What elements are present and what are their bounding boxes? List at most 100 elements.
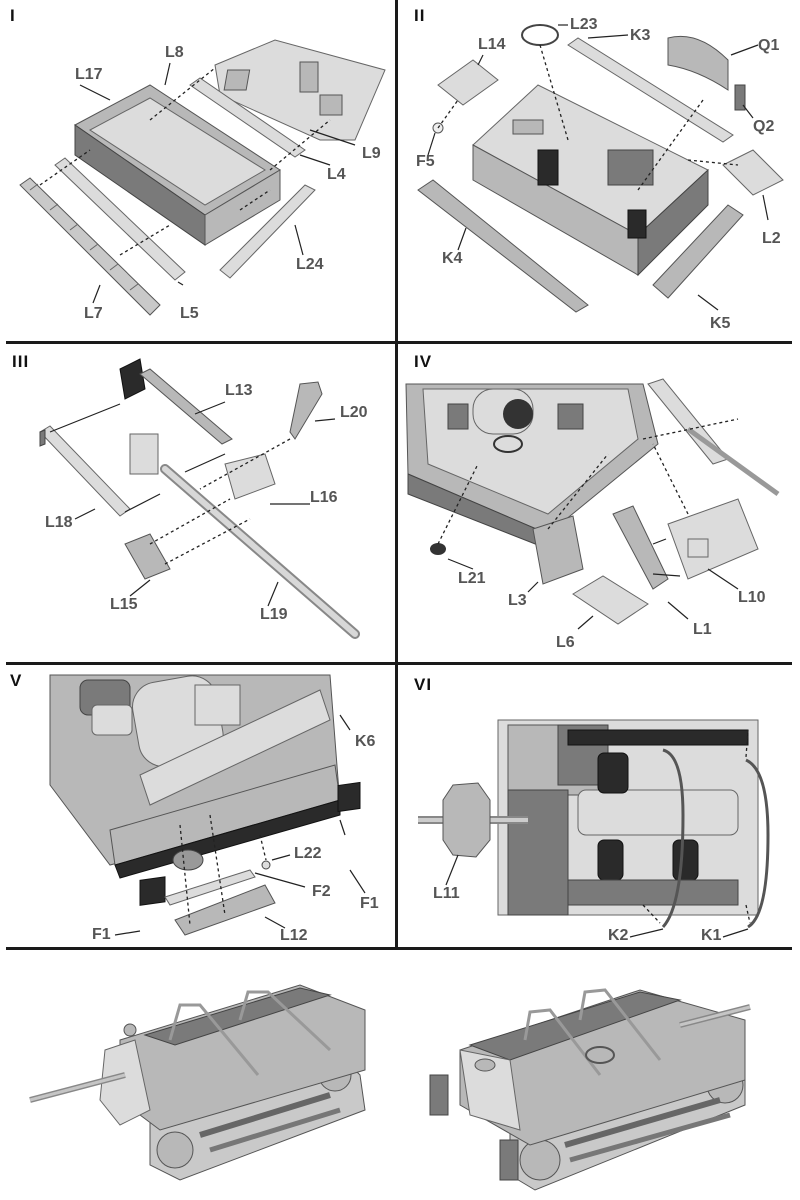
armor-plate-part: [667, 498, 759, 580]
part-label-F1-right: F1: [360, 895, 379, 912]
part-label-L4: L4: [327, 166, 346, 183]
engine-cover-small-part: [734, 84, 746, 111]
side-strip-part: [54, 157, 186, 281]
leader-K5: [697, 294, 719, 311]
part-label-Q2: Q2: [753, 118, 775, 135]
step-number: VI: [414, 675, 433, 694]
headlight-part: [430, 543, 446, 555]
track-treads: [29, 183, 139, 291]
leader-L14: [477, 54, 484, 66]
part-label-L22: L22: [294, 845, 322, 862]
step-panel-5: V K6 L22 F2 F1 F1: [0, 665, 395, 947]
divider-horizontal-3: [6, 947, 792, 950]
leader-L9: [309, 129, 356, 146]
leader-L8: [164, 62, 171, 86]
part-label-K5: K5: [710, 315, 731, 332]
mudflap-right-part: [337, 781, 361, 813]
leader-L10: [707, 568, 739, 590]
part-label-L19: L19: [260, 606, 288, 623]
steering-wheel-part: [521, 24, 559, 46]
leader-Q1: [730, 44, 759, 56]
seat-part: [437, 59, 499, 106]
step-3-drawing: [39, 358, 360, 639]
leader-L22: [271, 854, 291, 861]
leader-L12: [264, 916, 286, 929]
step-number: II: [414, 6, 426, 25]
part-label-L14: L14: [478, 36, 506, 53]
leader-F5: [427, 132, 436, 156]
part-label-F5: F5: [416, 153, 435, 170]
leader-L3: [527, 581, 539, 593]
leader-L20: [314, 418, 336, 422]
leader-L5: [177, 281, 184, 286]
leader-F2: [254, 872, 306, 888]
gun-shield: [99, 1039, 151, 1126]
headlight: [123, 1023, 137, 1037]
part-label-L18: L18: [45, 514, 73, 531]
step-number: I: [10, 6, 16, 25]
part-label-K3: K3: [630, 27, 651, 44]
front-plate-left-part: [532, 515, 584, 585]
part-label-F2: F2: [312, 883, 331, 900]
step-panel-4: IV L21 L3: [398, 344, 800, 662]
exhaust-shield-part: [164, 869, 256, 906]
radiator-grille: [503, 399, 533, 429]
leader-L19: [267, 581, 279, 607]
breech-part: [129, 433, 159, 475]
leader-K4: [457, 227, 467, 251]
shield-part: [119, 358, 146, 400]
part-label-K4: K4: [442, 250, 463, 267]
side-plate-k5: [652, 204, 744, 299]
deck-plate-part: [722, 149, 784, 196]
part-label-L3: L3: [508, 592, 527, 609]
final-view-rear-right: [400, 950, 800, 1200]
step-panel-6: VI L11 K2 K1: [398, 665, 800, 947]
step-6-drawing: [418, 719, 770, 938]
part-label-L20: L20: [340, 404, 368, 421]
rear-plate: [459, 1049, 521, 1131]
mount-part: [124, 533, 171, 580]
divider-vertical: [395, 0, 398, 948]
completed-model-front-view: [29, 984, 366, 1181]
part-label-L2: L2: [762, 230, 781, 247]
leader-L11: [445, 854, 459, 886]
divider-horizontal-2: [6, 662, 792, 665]
step-panel-1: I: [0, 0, 395, 341]
part-label-L17: L17: [75, 66, 103, 83]
mudflap-left-part: [139, 876, 166, 906]
sight-part: [289, 381, 323, 440]
part-label-K6: K6: [355, 733, 376, 750]
part-label-L6: L6: [556, 634, 575, 651]
step-panel-3: III L13 L20 L16 L18 L15 L19: [0, 344, 395, 662]
recoil-part: [39, 425, 131, 517]
part-label-L15: L15: [110, 596, 138, 613]
leader-L21: [447, 558, 474, 570]
step-number: IV: [414, 352, 433, 371]
part-label-L13: L13: [225, 382, 253, 399]
part-label-L16: L16: [310, 489, 338, 506]
leader-L24: [294, 224, 304, 256]
completed-model-rear-view: [429, 988, 751, 1191]
final-view-front-left: [0, 950, 400, 1200]
roll-bar-k1-part: [745, 758, 770, 929]
rear-plate-part: [139, 689, 331, 806]
engine-cover-part: [667, 35, 729, 91]
step-4-drawing: [405, 378, 780, 630]
engine-cylinder: [577, 789, 739, 836]
leader-K2: [629, 928, 664, 938]
part-label-K1: K1: [701, 927, 722, 944]
leader-L13: [194, 401, 226, 415]
floor-plate-part: [572, 575, 649, 625]
part-label-L9: L9: [362, 145, 381, 162]
part-label-L21: L21: [458, 570, 486, 587]
part-label-Q1: Q1: [758, 37, 780, 54]
part-label-L1: L1: [693, 621, 712, 638]
front-plate-part: [219, 184, 316, 279]
divider-horizontal-1: [6, 341, 792, 344]
step-number: V: [10, 671, 23, 690]
track-part: [19, 177, 161, 316]
part-label-F1-left: F1: [92, 926, 111, 943]
step-number: III: [12, 352, 30, 371]
part-label-L23: L23: [570, 16, 598, 33]
leader-L18: [74, 508, 96, 520]
